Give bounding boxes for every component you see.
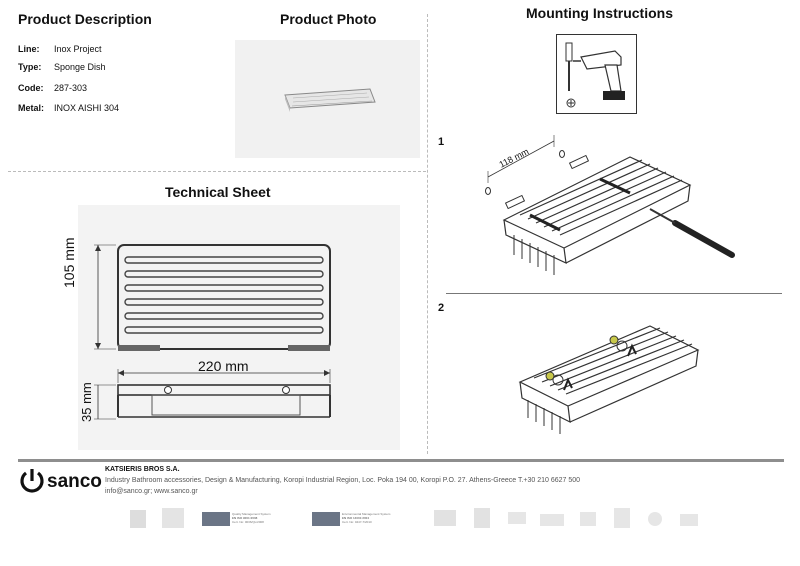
step-1-diagram — [485, 135, 735, 275]
company-web: info@sanco.gr; www.sanco.gr — [105, 488, 198, 495]
step-1-label: 1 — [438, 136, 445, 148]
spec-type: Type:Sponge Dish — [18, 62, 106, 72]
technical-sheet-drawing — [78, 205, 400, 450]
height-dimension-label: 35 mm — [79, 382, 94, 422]
env-cert-badge — [312, 512, 340, 526]
sanco-logo-text: sanco — [47, 471, 102, 492]
mounting-instructions-heading: Mounting Instructions — [526, 5, 673, 21]
cert-icon-a — [434, 510, 456, 526]
company-name: KATSIERIS BROS S.A. — [105, 466, 180, 473]
depth-dimension-label: 105 mm — [61, 237, 77, 288]
cert-icon-b — [508, 512, 526, 524]
cert-icon-g — [680, 514, 698, 526]
horizontal-divider — [8, 171, 426, 172]
cert-icon-100 — [162, 508, 184, 528]
step-divider — [446, 293, 782, 294]
company-address: Industry Bathroom accessories, Design & … — [105, 477, 581, 484]
sanco-logo-icon — [20, 469, 44, 493]
drill-screwdriver-icon — [565, 42, 625, 108]
tools-box — [556, 34, 637, 114]
product-photo — [235, 40, 420, 158]
vertical-divider — [427, 14, 428, 454]
cert-icon-1 — [130, 510, 146, 528]
technical-sheet-heading: Technical Sheet — [165, 184, 271, 200]
cert-icon-c — [540, 514, 564, 526]
quality-cert-badge — [202, 512, 230, 526]
cert-icon-12 — [474, 508, 490, 528]
product-description-heading: Product Description — [18, 11, 152, 27]
spec-code: Code:287-303 — [18, 83, 88, 93]
cert-icon-d — [580, 512, 596, 526]
spec-metal: Metal:INOX AISHI 304 — [18, 103, 120, 113]
cert-icon-f — [648, 512, 662, 526]
step-2-label: 2 — [438, 302, 445, 314]
cert-icon-e — [614, 508, 630, 528]
sponge-dish-photo — [284, 88, 376, 112]
spec-line: Line:Inox Project — [18, 44, 102, 54]
step-2-diagram — [518, 325, 700, 434]
footer-divider — [18, 459, 784, 462]
product-photo-heading: Product Photo — [280, 11, 377, 27]
width-dimension-label: 220 mm — [198, 358, 249, 374]
